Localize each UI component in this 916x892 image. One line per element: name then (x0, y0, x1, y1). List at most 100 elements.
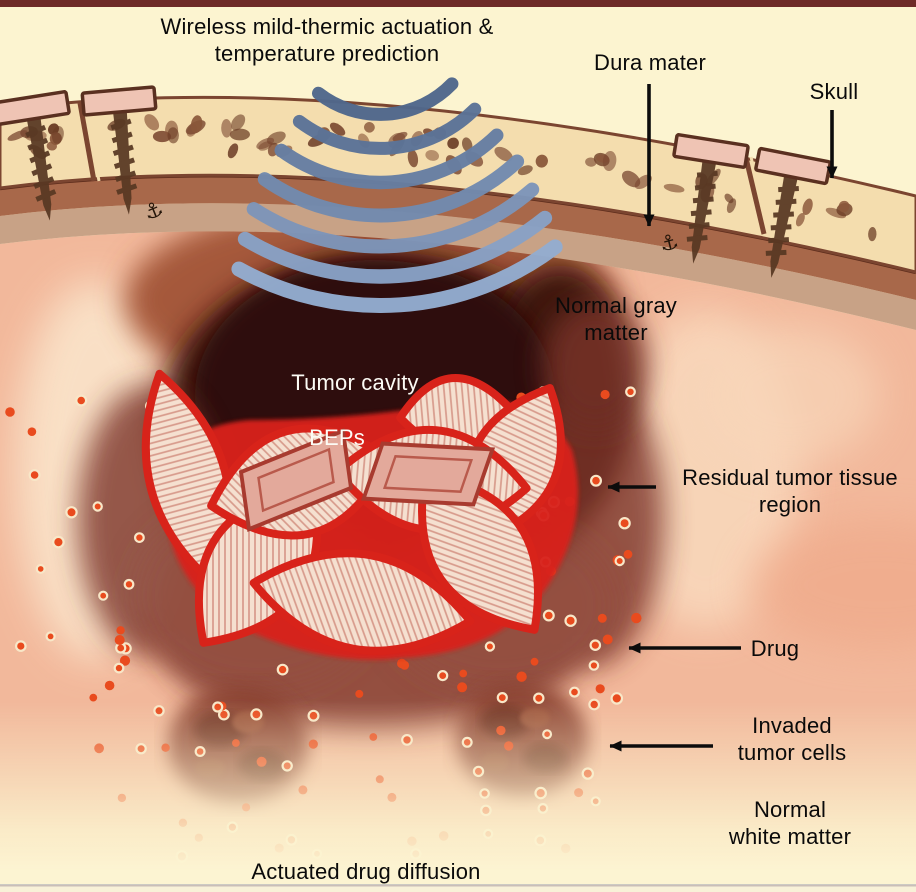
spongy-bone-spot (167, 127, 179, 144)
drug-dot (631, 612, 642, 624)
spongy-bone-spot (838, 200, 850, 213)
fixation-plate (80, 85, 158, 117)
ultrasound-wave-arc (311, 77, 459, 121)
drug-dot (530, 657, 539, 666)
skull-band (0, 95, 916, 274)
spongy-bone-spot (724, 193, 734, 204)
spongy-bone-spot (535, 154, 548, 168)
drug-dot (600, 389, 610, 400)
drug-dot (457, 682, 468, 693)
drug-dot (564, 614, 577, 627)
fixation-plate (672, 133, 750, 169)
drug-dot (114, 635, 125, 645)
spongy-bone-spot (392, 131, 408, 142)
drug-dot (614, 555, 625, 567)
spongy-bone-spot (256, 137, 275, 150)
figure-title: Wireless mild-thermic actuation & temper… (160, 13, 493, 67)
dura-mater-label: Dura mater (593, 50, 707, 75)
invaded-tumor-cells-line1: Invaded (752, 713, 832, 738)
beps-device (141, 369, 579, 660)
spongy-bone-spot (447, 137, 459, 149)
bone-screw (765, 172, 799, 278)
invaded-tumor-cells-label: Invaded tumor cells (738, 712, 847, 766)
bone-fixation-fixture (80, 85, 158, 215)
normal-gray-matter-line1: Normal gray (554, 293, 678, 318)
drug-dot (623, 549, 633, 559)
fixation-plate (0, 90, 71, 126)
spongy-bone-spot (663, 183, 685, 193)
craniotomy-cuts (77, 102, 771, 235)
residual-tumor-line2: region (758, 492, 822, 517)
normal-gray-matter-label: Normal gray matter (555, 292, 677, 346)
bottom-edge-strip (0, 886, 916, 892)
ultrasound-wave-arc (231, 239, 563, 313)
annotation-arrows (607, 84, 838, 752)
spongy-bone-spot (407, 149, 419, 168)
ultrasound-waves (231, 77, 563, 313)
spongy-bone-spot (364, 121, 375, 133)
ultrasound-wave-arc (274, 128, 504, 190)
drug-dot (35, 563, 46, 574)
spongy-bone-spot (229, 128, 250, 141)
ultrasound-wave-arc (292, 102, 482, 155)
drug-dot (92, 501, 103, 512)
ultrasound-wave-arc (246, 182, 540, 254)
drug-dot (123, 578, 135, 590)
drug-dot (5, 407, 15, 417)
drug-dot (65, 506, 78, 519)
spongy-bone-spot (585, 157, 597, 167)
drug-dot (589, 639, 602, 651)
drug-dot (589, 474, 602, 487)
ultrasound-wave-arc (237, 210, 553, 284)
drug-dot (28, 469, 41, 482)
spongy-bone-spot (462, 137, 473, 152)
skull-label: Skull (809, 79, 859, 104)
drug-dot (542, 609, 555, 622)
spongy-bone-spot (329, 122, 346, 136)
drug-dot (625, 386, 636, 398)
bottom-fade (0, 690, 916, 885)
drug-dot (104, 680, 115, 691)
beps-label: BEPs (309, 425, 365, 450)
spongy-bone-spot (795, 212, 805, 227)
drug-dot (484, 641, 496, 652)
bone-fixation-fixture (0, 90, 71, 221)
bone-cut-gap (749, 156, 771, 234)
drug-dot (75, 394, 88, 407)
drug-dot (516, 671, 527, 682)
bep-petal (418, 470, 542, 634)
drug-dot (459, 669, 468, 678)
drug-dot (116, 626, 125, 635)
invaded-tumor-cells-line2: tumor cells (737, 740, 847, 765)
bone-screw (110, 108, 138, 215)
bep-chip (238, 428, 354, 532)
drug-dot (597, 613, 607, 623)
spongy-bone-spot (494, 146, 513, 162)
figure-title-line1: Wireless mild-thermic actuation & (160, 14, 494, 39)
top-edge-strip (0, 0, 916, 7)
spongy-bone-spot (227, 143, 239, 159)
drug-dot (113, 662, 125, 674)
drug-dot (98, 590, 109, 601)
normal-white-matter-line1: Normal (753, 797, 827, 822)
ultrasound-wave-arc (257, 154, 525, 223)
normal-white-matter-line2: white matter (728, 824, 852, 849)
spongy-bone-spot (868, 227, 877, 242)
drug-dot (119, 655, 131, 666)
residual-tumor-line1: Residual tumor tissue (682, 465, 898, 490)
spongy-bone-spot (144, 114, 160, 131)
tissue-highlight (700, 325, 880, 465)
normal-white-matter-label: Normal white matter (729, 796, 851, 850)
drug-dot (397, 658, 407, 669)
bone-cut (77, 102, 97, 182)
bone-cut (743, 157, 767, 235)
spongy-bone-spot (51, 125, 64, 144)
tissue-shading (750, 520, 916, 650)
bone-screw (686, 157, 718, 264)
drug-dot (133, 532, 145, 543)
actuated-drug-diffusion-label: Actuated drug diffusion (251, 859, 481, 884)
bone-fixation-fixture (672, 133, 750, 264)
drug-dot (276, 663, 289, 676)
